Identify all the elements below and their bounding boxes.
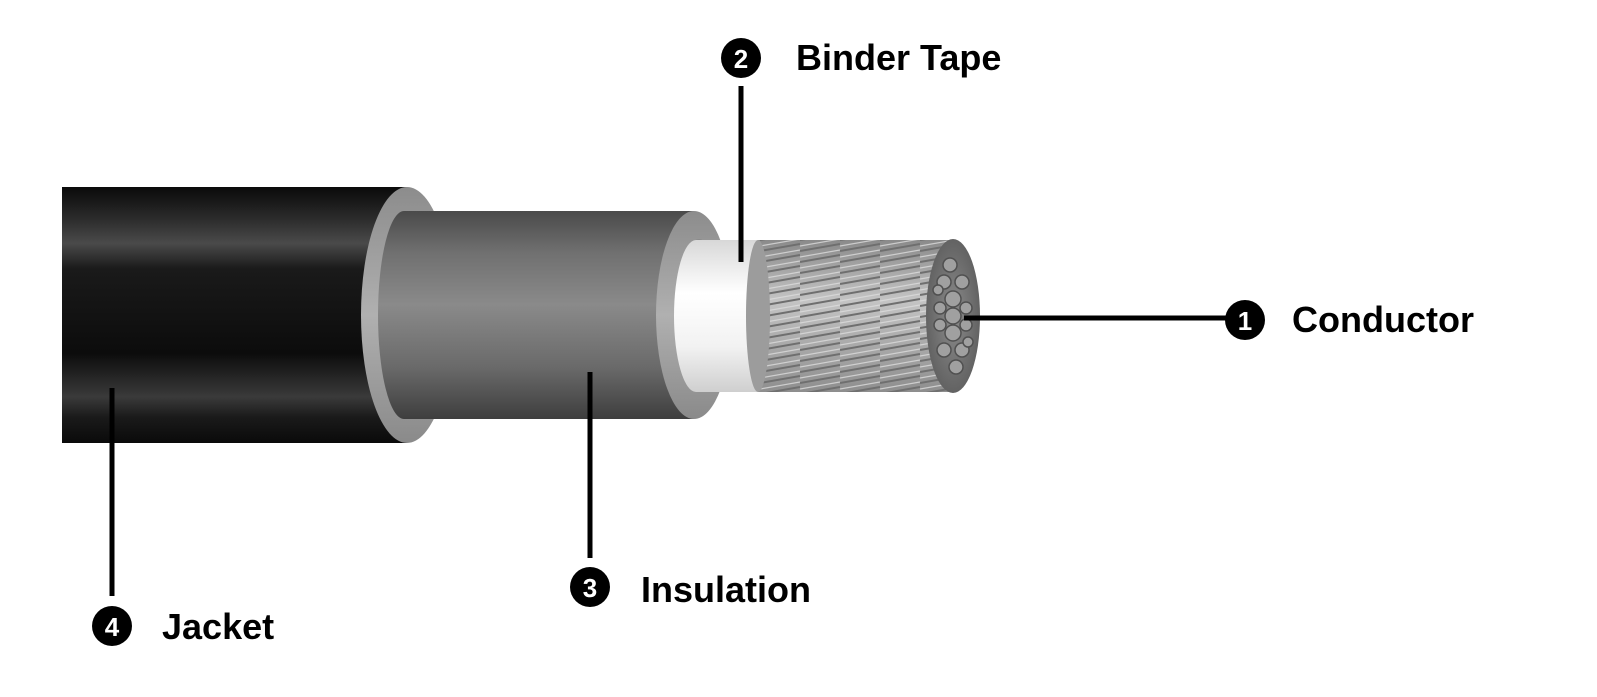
leader-lines bbox=[109, 86, 1228, 596]
number-badge-3 bbox=[570, 567, 610, 607]
callout-label-binder-tape: Binder Tape bbox=[796, 37, 1001, 78]
conductor-layer bbox=[746, 239, 980, 393]
callout-jacket: 4 Jacket bbox=[92, 606, 274, 647]
number-badge-1 bbox=[1225, 300, 1265, 340]
callout-number: 4 bbox=[105, 612, 120, 642]
callout-binder-tape: 2 Binder Tape bbox=[721, 37, 1001, 78]
callout-label-insulation: Insulation bbox=[641, 569, 811, 610]
callout-insulation: 3 Insulation bbox=[570, 567, 811, 610]
callout-label-conductor: Conductor bbox=[1292, 299, 1474, 340]
number-badge-4 bbox=[92, 606, 132, 646]
callout-label-jacket: Jacket bbox=[162, 606, 274, 647]
callout-conductor: 1 Conductor bbox=[1225, 299, 1474, 340]
callout-number: 3 bbox=[583, 573, 597, 603]
callout-number: 2 bbox=[734, 44, 748, 74]
callout-number: 1 bbox=[1238, 306, 1252, 336]
number-badge-2 bbox=[721, 38, 761, 78]
